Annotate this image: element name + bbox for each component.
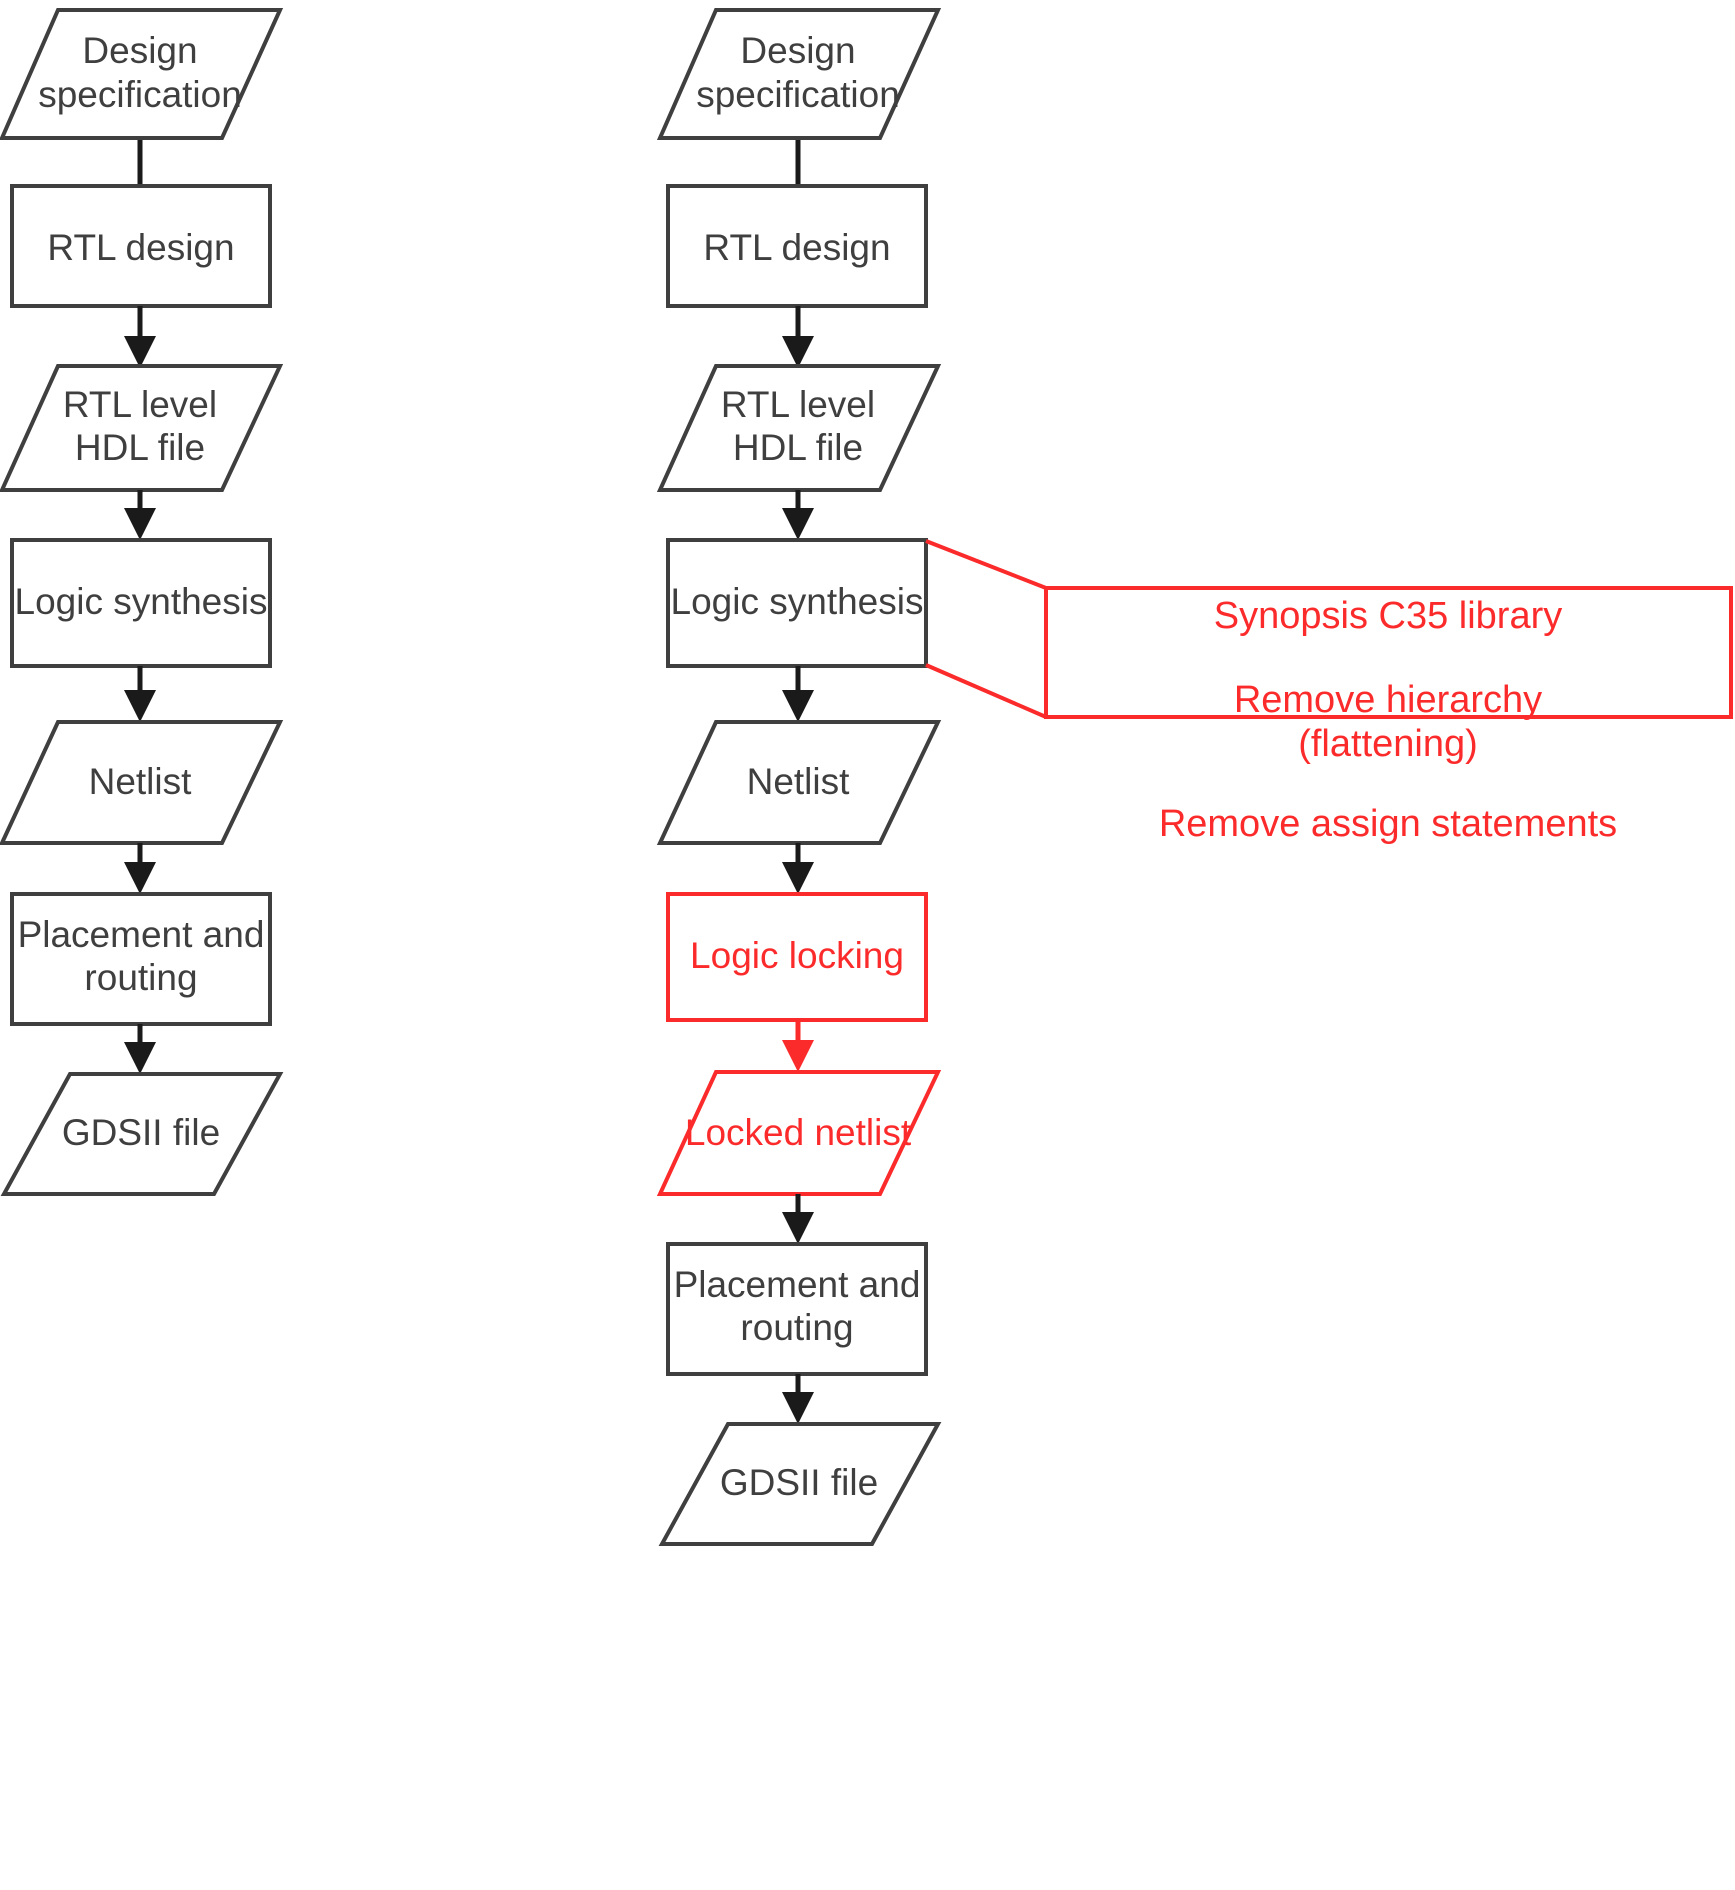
parallelogram-shape	[656, 720, 942, 845]
node-label-line-1: Placement and	[18, 914, 265, 955]
rectangle-shape	[666, 538, 928, 668]
edge-l5-l6	[124, 843, 156, 894]
node-label-line-1: Design	[740, 30, 855, 71]
node-label-line-2: routing	[84, 957, 197, 998]
rectangle-shape	[10, 184, 272, 308]
node-rtl-level-hdl-file-left[interactable]: RTL level HDL file	[0, 364, 284, 492]
node-label-line-2: specification	[38, 74, 242, 115]
edge-r4-r5	[782, 666, 814, 722]
node-label-line-1: Logic synthesis	[671, 581, 924, 622]
node-gdsii-file-left[interactable]: GDSII file	[0, 1072, 284, 1196]
node-rtl-design-left[interactable]: RTL design	[10, 184, 272, 308]
node-label-line-1: Locked netlist	[685, 1112, 912, 1153]
edge-r3-r4	[782, 490, 814, 540]
parallelogram-shape	[656, 364, 942, 492]
edge-r6-r7	[782, 1020, 814, 1072]
node-label-line-1: Placement and	[674, 1264, 921, 1305]
callout-line-3: (flattening)	[1298, 723, 1478, 765]
parallelogram-shape	[0, 720, 284, 845]
callout-leader-top	[925, 539, 1047, 590]
node-label-line-1: RTL level	[63, 384, 217, 425]
node-rtl-design-right[interactable]: RTL design	[666, 184, 928, 308]
edge-l3-l4	[124, 490, 156, 540]
rectangle-shape	[666, 1242, 928, 1376]
node-label-line-1: Netlist	[89, 761, 193, 802]
node-rtl-level-hdl-file-right[interactable]: RTL level HDL file	[656, 364, 942, 492]
parallelogram-shape	[0, 364, 284, 492]
node-label-line-1: GDSII file	[62, 1112, 220, 1153]
node-label-line-2: specification	[696, 74, 900, 115]
callout-leader-bottom	[925, 663, 1047, 719]
parallelogram-shape	[0, 8, 284, 140]
node-logic-synthesis-right[interactable]: Logic synthesis	[666, 538, 928, 668]
callout-box-shape	[1044, 586, 1733, 719]
edge-r8-r9	[782, 1374, 814, 1424]
node-label-line-2: HDL file	[75, 427, 205, 468]
node-label-line-2: routing	[740, 1307, 853, 1348]
parallelogram-shape	[0, 1072, 284, 1196]
flow-logic-locking: Design specification RTL design RTL leve…	[656, 8, 942, 1546]
node-label-line-1: GDSII file	[720, 1462, 878, 1503]
node-netlist-right[interactable]: Netlist	[656, 720, 942, 845]
node-label-line-1: Design	[82, 30, 197, 71]
node-design-specification-left[interactable]: Design specification	[0, 8, 284, 140]
node-label-line-1: RTL design	[703, 227, 890, 268]
rectangle-shape	[666, 184, 928, 308]
parallelogram-shape	[658, 1422, 942, 1546]
node-placement-routing-left[interactable]: Placement and routing	[10, 892, 272, 1026]
rectangle-shape	[10, 538, 272, 668]
node-label-line-1: Logic locking	[690, 935, 904, 976]
callout-line-4: Remove assign statements	[1159, 803, 1617, 845]
callout-line-1: Synopsis C35 library	[1214, 595, 1562, 637]
node-placement-routing-right[interactable]: Placement and routing	[666, 1242, 928, 1376]
edge-r7-r8	[782, 1194, 814, 1244]
callout-line-2: Remove hierarchy	[1234, 679, 1542, 721]
node-label-line-1: RTL level	[721, 384, 875, 425]
node-label-line-1: Logic synthesis	[15, 581, 268, 622]
node-locked-netlist[interactable]: Locked netlist	[656, 1070, 942, 1196]
callout-logic-synthesis-notes[interactable]: Synopsis C35 library Remove hierarchy (f…	[925, 539, 1733, 845]
node-label-line-1: RTL design	[47, 227, 234, 268]
edge-l6-l7	[124, 1024, 156, 1074]
parallelogram-shape	[656, 1070, 942, 1196]
edge-r2-r3	[782, 306, 814, 368]
node-design-specification-right[interactable]: Design specification	[656, 8, 942, 140]
node-label-line-2: HDL file	[733, 427, 863, 468]
node-logic-locking[interactable]: Logic locking	[666, 892, 928, 1022]
edge-l4-l5	[124, 666, 156, 722]
rectangle-shape	[10, 892, 272, 1026]
edge-l2-l3	[124, 306, 156, 368]
node-label-line-1: Netlist	[747, 761, 851, 802]
node-gdsii-file-right[interactable]: GDSII file	[658, 1422, 942, 1546]
edge-r5-r6	[782, 843, 814, 894]
flow-standard: Design specification RTL design RTL leve…	[0, 8, 284, 1196]
parallelogram-shape	[656, 8, 942, 140]
node-logic-synthesis-left[interactable]: Logic synthesis	[10, 538, 272, 668]
node-netlist-left[interactable]: Netlist	[0, 720, 284, 845]
